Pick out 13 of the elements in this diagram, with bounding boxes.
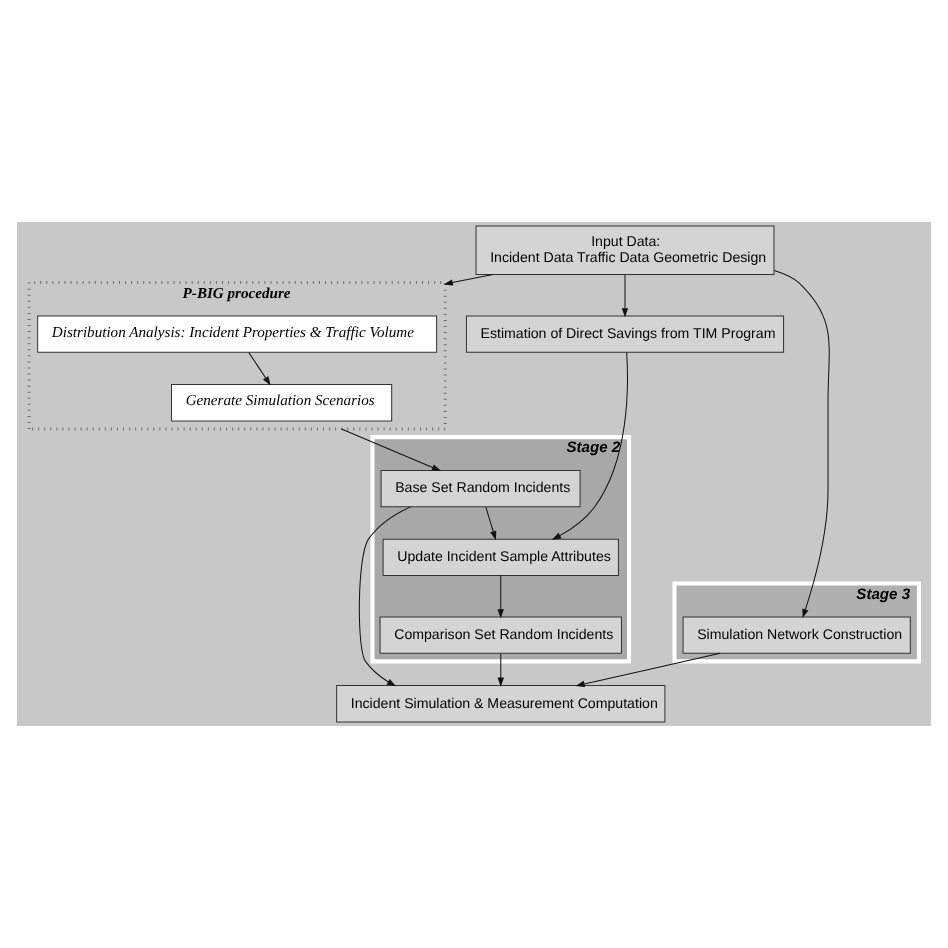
arrow	[341, 428, 442, 472]
arrow	[621, 274, 629, 318]
arrow	[497, 653, 504, 687]
arrow	[551, 351, 628, 540]
arrow	[358, 506, 412, 687]
arrow	[485, 506, 497, 541]
arrow	[575, 652, 721, 688]
node-box: Distribution Analysis: Incident Properties & Traffic Volume	[37, 315, 438, 353]
arrow	[248, 352, 271, 386]
arrow	[443, 274, 494, 286]
node-box: Generate Simulation Scenarios	[171, 384, 393, 422]
arrow	[497, 575, 504, 619]
arrow	[773, 269, 830, 618]
